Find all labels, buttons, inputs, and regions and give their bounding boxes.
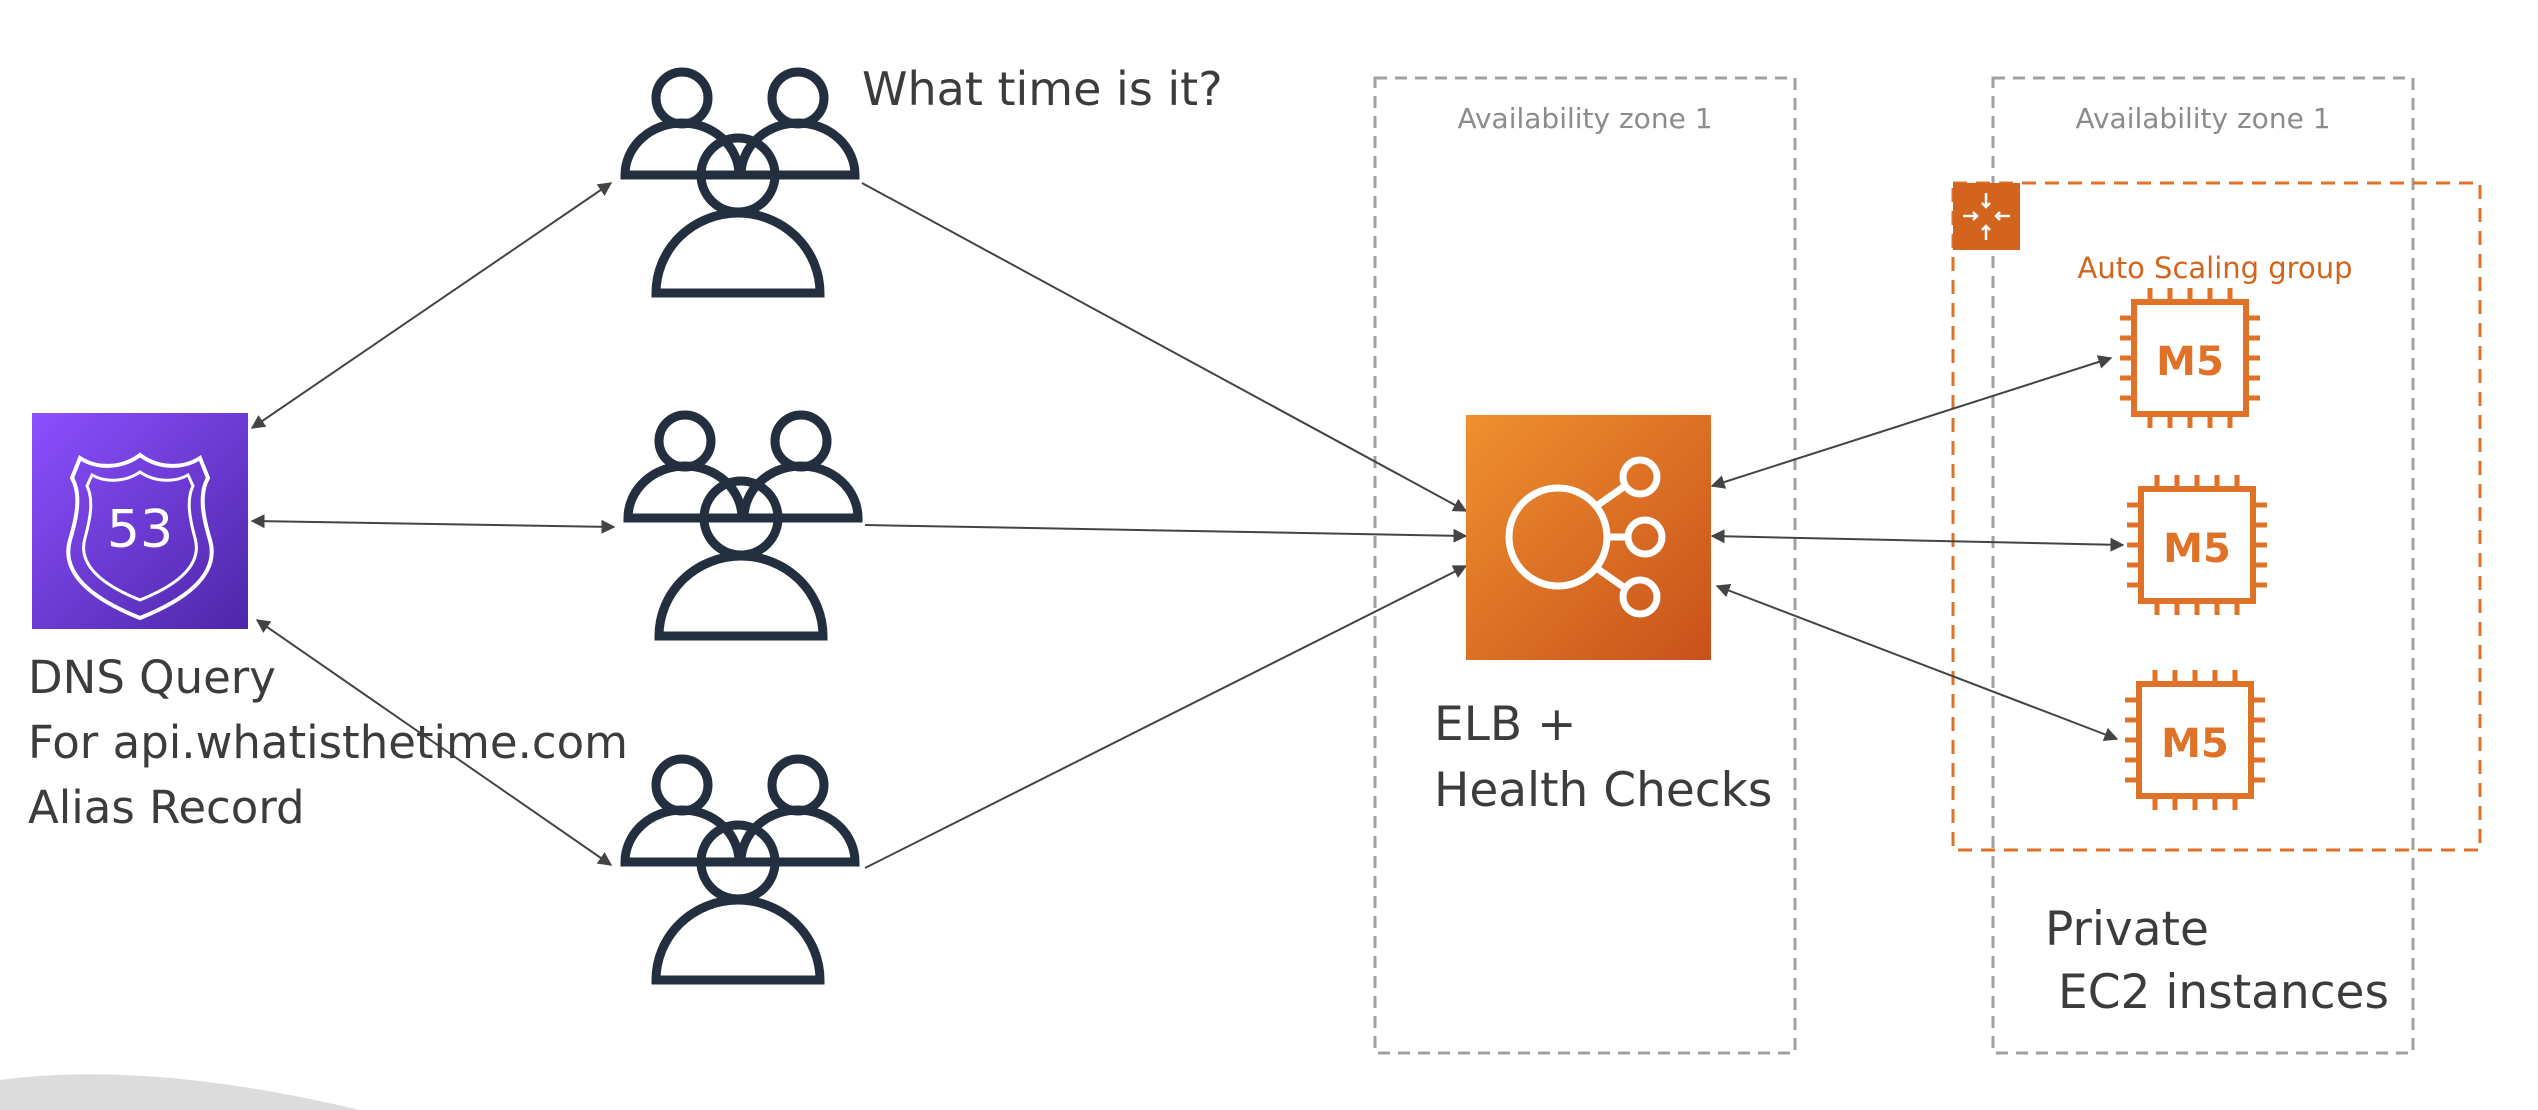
svg-text:M5: M5 xyxy=(2161,721,2229,767)
users-icon xyxy=(620,67,860,298)
auto-scaling-group-box xyxy=(1951,181,2482,852)
svg-text:M5: M5 xyxy=(2156,339,2224,385)
decorative-swoosh xyxy=(0,1074,360,1110)
private-caption-line: Private xyxy=(2045,902,2209,957)
svg-text:53: 53 xyxy=(107,500,173,560)
elb-caption-line: Health Checks xyxy=(1434,763,1772,818)
route53-caption-line: Alias Record xyxy=(28,781,305,834)
ec2-instance-icon: M5 xyxy=(2127,475,2267,615)
availability-zone-label-1: Availability zone 1 xyxy=(1457,102,1712,135)
route53-icon: 53 xyxy=(32,413,248,629)
route53-caption-line: DNS Query xyxy=(28,651,276,704)
private-instances-caption: Private EC2 instances xyxy=(2045,902,2389,1020)
connection-arrows xyxy=(250,182,2125,869)
ec2-instance-icon: M5 xyxy=(2125,670,2265,810)
availability-zone-box-2 xyxy=(1991,76,2415,1055)
auto-scaling-group-label: Auto Scaling group xyxy=(2077,251,2352,285)
availability-zone-label-2: Availability zone 1 xyxy=(2075,102,2330,135)
users-icon xyxy=(620,754,860,985)
elb-caption: ELB + Health Checks xyxy=(1434,697,1772,818)
route53-caption: DNS Query For api.whatisthetime.com Alia… xyxy=(28,651,642,834)
svg-text:M5: M5 xyxy=(2163,526,2231,572)
users-icon xyxy=(623,410,863,641)
availability-zone-box-1 xyxy=(1373,76,1797,1055)
private-caption-line: EC2 instances xyxy=(2058,965,2389,1020)
user-question: What time is it? xyxy=(862,62,1223,116)
auto-scaling-group-icon xyxy=(1953,183,2020,250)
route53-caption-line: For api.whatisthetime.com xyxy=(28,716,628,769)
elb-icon xyxy=(1466,415,1711,660)
elb-caption-line: ELB + xyxy=(1434,697,1576,752)
ec2-instance-icon: M5 xyxy=(2120,288,2260,428)
